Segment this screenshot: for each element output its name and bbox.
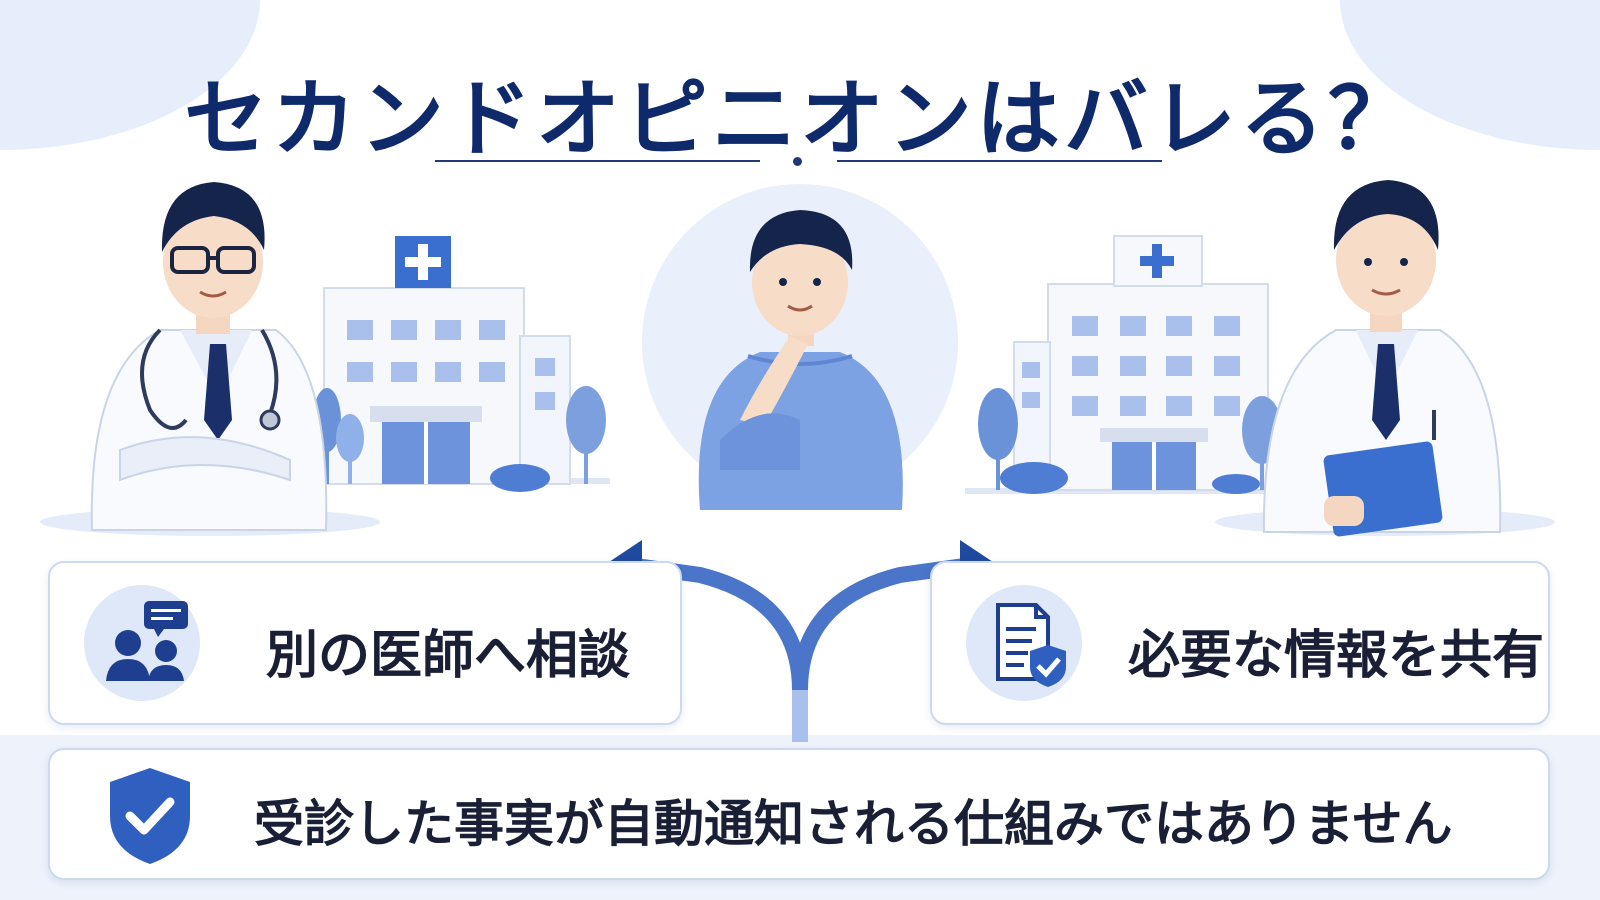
notice-card: 受診した事実が自動通知される仕組みではありません — [48, 748, 1550, 880]
consult-card: 別の医師へ相談 — [48, 561, 682, 725]
hospital-right-icon — [978, 235, 1282, 494]
shield-check-icon — [102, 764, 198, 868]
doctor-right-icon — [1262, 180, 1502, 537]
share-info-text: 必要な情報を共有 — [1128, 626, 1545, 686]
title-rule-right — [837, 160, 1162, 162]
page-title: セカンドオピニオンはバレる？ — [183, 70, 1416, 168]
share-info-card: 必要な情報を共有 — [930, 561, 1550, 725]
doctor-left-icon — [90, 182, 328, 531]
consult-text: 別の医師へ相談 — [266, 626, 631, 686]
title-rule-dot — [793, 157, 802, 166]
consult-people-icon — [84, 585, 200, 701]
notice-text: 受診した事実が自動通知される仕組みではありません — [254, 795, 1453, 853]
patient-thinking-icon — [642, 184, 958, 510]
title-rule-left — [435, 160, 760, 162]
hospital-left-icon — [313, 236, 606, 492]
document-shield-icon — [966, 585, 1082, 701]
